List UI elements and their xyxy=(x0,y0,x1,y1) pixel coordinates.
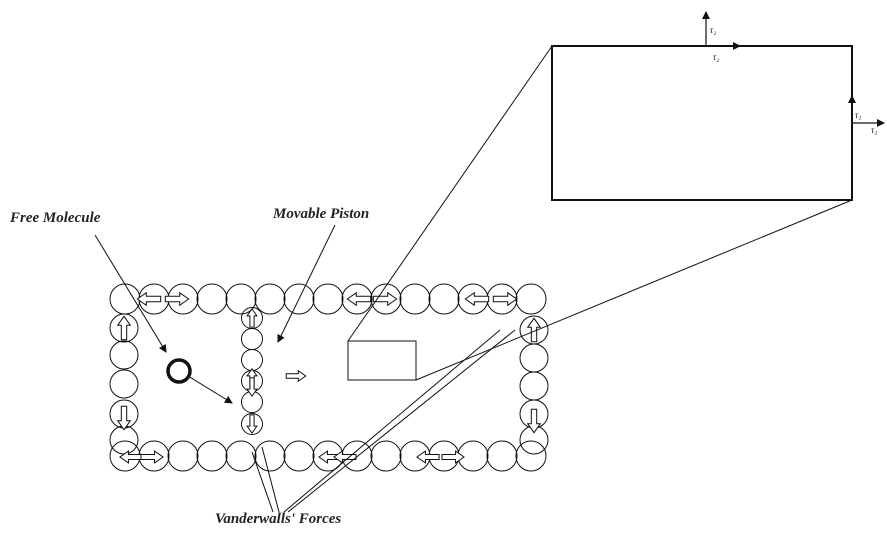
molecule-circle xyxy=(312,283,344,315)
molecule-circle xyxy=(519,371,549,401)
force-arrow xyxy=(116,405,132,431)
molecule-circle xyxy=(167,440,199,472)
molecule-circle xyxy=(254,283,286,315)
force-arrows xyxy=(116,291,542,464)
piston-molecule-circle xyxy=(241,349,263,371)
force-arrow xyxy=(492,291,518,307)
molecule-circle xyxy=(515,440,547,472)
free-molecule-circle xyxy=(166,358,192,384)
molecule-circle xyxy=(519,343,549,373)
axis-label-top-horizontal: τ₂ xyxy=(713,52,719,62)
molecule-circle xyxy=(109,283,141,315)
label-movable-piston: Movable Piston xyxy=(273,206,370,222)
molecule-circle xyxy=(196,440,228,472)
zoom-region-box xyxy=(347,340,417,381)
label-free-molecule: Free Molecule xyxy=(10,210,101,226)
piston-motion-arrow xyxy=(285,369,307,383)
molecule-circle xyxy=(225,440,257,472)
molecule-circle xyxy=(486,440,518,472)
molecule-circle xyxy=(428,283,460,315)
zoom-line-top xyxy=(347,45,553,342)
force-arrow xyxy=(246,377,258,397)
molecule-circle xyxy=(109,313,139,343)
molecule-circle xyxy=(196,283,228,315)
force-arrow xyxy=(119,450,143,464)
force-arrow xyxy=(441,450,465,464)
molecule-circle xyxy=(283,440,315,472)
molecule-chain-bottom xyxy=(109,440,547,472)
molecule-circle xyxy=(109,340,139,370)
force-arrow xyxy=(526,317,542,343)
pointer-vanderwalls-3 xyxy=(283,329,501,513)
molecule-circle xyxy=(515,283,547,315)
molecule-circle xyxy=(399,283,431,315)
molecule-circle xyxy=(283,283,315,315)
axis-label-right-vertical: τ₁ xyxy=(855,110,861,120)
force-arrow xyxy=(346,291,372,307)
force-arrow xyxy=(164,291,190,307)
force-arrow xyxy=(136,291,162,307)
piston-molecule-circle xyxy=(241,328,263,350)
force-arrow xyxy=(246,414,258,434)
piston-molecule-circle xyxy=(241,413,263,435)
pointer-free-molecule-b xyxy=(187,375,233,404)
force-arrow xyxy=(116,315,132,341)
molecule-circle xyxy=(225,283,257,315)
force-arrow xyxy=(246,308,258,328)
force-arrow xyxy=(416,450,440,464)
molecule-circle xyxy=(254,440,286,472)
zoom-line-bottom xyxy=(415,199,853,381)
force-arrow xyxy=(140,450,164,464)
molecule-circle xyxy=(341,283,373,315)
pointer-free-molecule-a xyxy=(94,234,167,353)
inset-box xyxy=(551,45,853,201)
axis-label-right-horizontal: τ₁ xyxy=(871,125,877,135)
pointer-movable-piston xyxy=(277,224,336,343)
force-arrow xyxy=(333,450,357,464)
molecule-circle xyxy=(370,440,402,472)
pointer-vanderwalls-1 xyxy=(251,451,274,513)
axis-label-top-vertical: τ₂ xyxy=(710,25,716,35)
force-arrow xyxy=(526,408,542,434)
label-vanderwalls-forces: Vanderwalls' Forces xyxy=(215,511,342,527)
molecule-circle xyxy=(109,369,139,399)
pointer-vanderwalls-2 xyxy=(261,446,280,513)
pointer-vanderwalls-4 xyxy=(287,329,516,513)
force-arrow xyxy=(464,291,490,307)
